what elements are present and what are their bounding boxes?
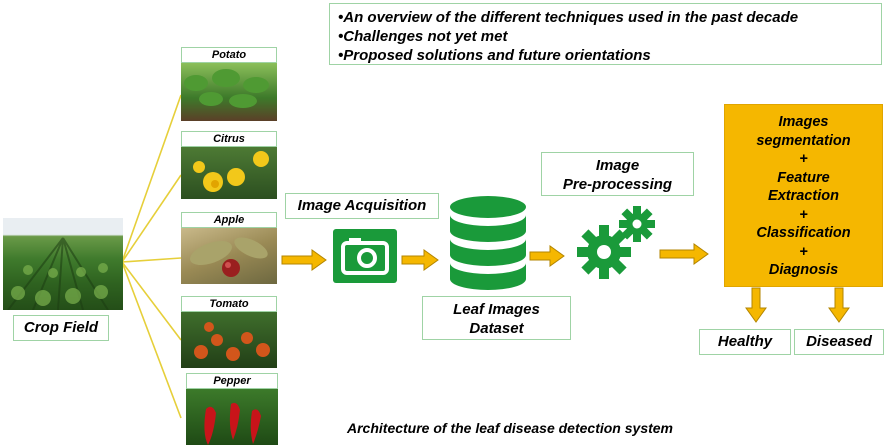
citrus-image (181, 147, 277, 199)
apple-image (181, 228, 277, 284)
overview-line-2: •Challenges not yet met (338, 28, 508, 45)
preprocessing-label: Image Pre-processing (541, 152, 694, 196)
arrow-to-preprocessing (529, 245, 565, 267)
process-line-2: segmentation (756, 132, 851, 149)
figure-caption: Architecture of the leaf disease detecti… (347, 420, 673, 436)
preprocessing-label-line1: Image (595, 157, 640, 174)
tomato-image (181, 312, 277, 368)
process-line-5: Extraction (768, 188, 839, 204)
healthy-label: Healthy (699, 329, 791, 355)
database-icon (448, 195, 528, 295)
gears-icon (574, 204, 658, 284)
process-line-7: Classification (756, 225, 851, 241)
crop-label-tomato: Tomato (181, 296, 277, 312)
camera-icon (331, 227, 399, 285)
overview-box: •An overview of the different techniques… (329, 3, 882, 65)
connector-potato (121, 94, 182, 263)
arrow-to-healthy (745, 287, 767, 323)
process-line-9: Diagnosis (768, 262, 839, 278)
overview-line-1: •An overview of the different techniques… (338, 9, 799, 26)
pepper-image (186, 389, 278, 445)
crop-label-pepper: Pepper (186, 373, 278, 389)
dataset-label: Leaf Images Dataset (422, 296, 571, 340)
process-line-4: Feature (777, 169, 830, 186)
connector-tomato (121, 261, 182, 341)
dataset-label-line1: Leaf Images (453, 301, 540, 318)
crop-label-potato: Potato (181, 47, 277, 63)
processing-box: Images segmentation + Feature Extraction… (724, 104, 883, 287)
arrow-to-dataset (401, 249, 439, 271)
connector-apple (121, 257, 182, 263)
crop-label-citrus: Citrus (181, 131, 277, 147)
process-line-1: Images (778, 114, 829, 130)
connector-pepper (121, 261, 182, 419)
process-line-6: + (799, 206, 808, 223)
diseased-label: Diseased (794, 329, 884, 355)
crop-field-label: Crop Field (13, 315, 109, 341)
crop-field-image (3, 218, 123, 310)
arrow-to-processing (659, 243, 709, 265)
potato-image (181, 63, 277, 121)
overview-line-3: •Proposed solutions and future orientati… (338, 47, 651, 64)
preprocessing-label-line2: Pre-processing (562, 176, 673, 193)
arrow-to-camera (281, 249, 327, 271)
process-line-3: + (799, 151, 808, 167)
arrow-to-diseased (828, 287, 850, 323)
crop-label-apple: Apple (181, 212, 277, 228)
connector-citrus (121, 174, 182, 263)
process-line-8: + (799, 243, 808, 260)
image-acquisition-label: Image Acquisition (285, 193, 439, 219)
dataset-label-line2: Dataset (469, 320, 524, 337)
